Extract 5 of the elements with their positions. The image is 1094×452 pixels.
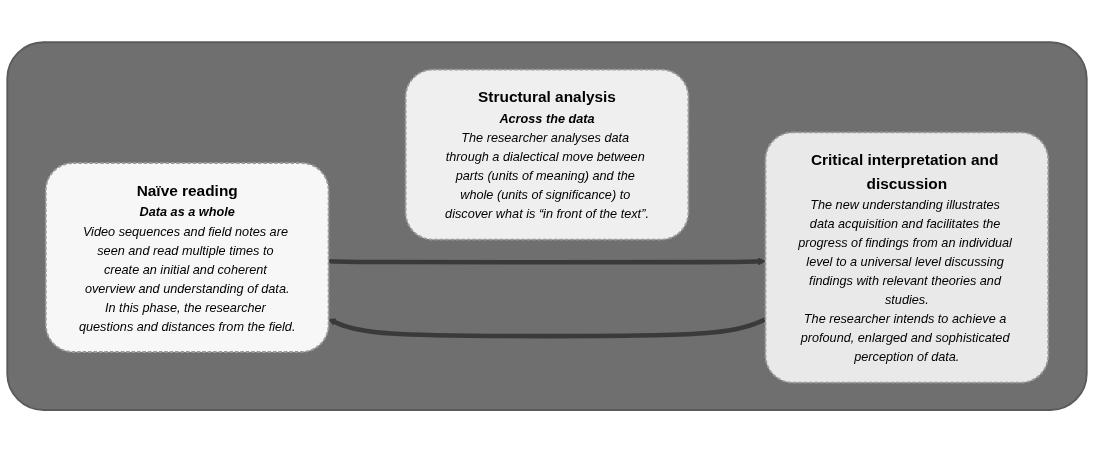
node-box: Structural analysis Across the data The researcher analyses data through a dialectical move between parts (units of meaning) and the whole (units of significance) to discover what is “in front of the text”. xyxy=(404,68,690,241)
node-box: Naïve reading Data as a whole Video sequences and field notes are seen and read multiple times to create an initial and coherent overview and understanding of data. In this phase, the researcher questions and distances from the field. xyxy=(44,162,330,353)
cluster xyxy=(6,41,1088,411)
node-box: Critical interpretation and discussion The new understanding illustrates data acquisition and facilitates the progress of findings from an individual level to a universal level discussing findings with relevant theories and studies. The researcher intends to achieve a profound, enlarged and sophisticated perception of data. xyxy=(764,131,1050,384)
arrow xyxy=(328,257,766,266)
